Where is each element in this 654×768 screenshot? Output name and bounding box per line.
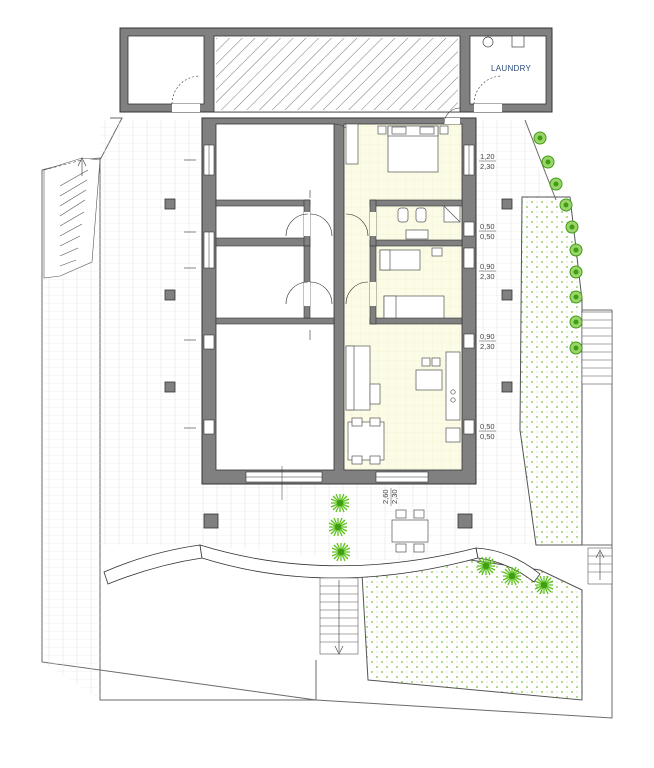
dim-5-top: 0,50 bbox=[480, 422, 495, 431]
wardrobe-icon bbox=[345, 123, 359, 165]
section-marks bbox=[184, 159, 311, 429]
main-building bbox=[201, 107, 477, 500]
dim-2-top: 0,50 bbox=[480, 222, 495, 231]
dim-2-bottom: 0,50 bbox=[480, 232, 495, 241]
dim-4-top: 0,90 bbox=[480, 332, 495, 341]
furniture bbox=[345, 123, 461, 465]
bidet-icon bbox=[397, 207, 409, 223]
top-annex bbox=[119, 27, 553, 113]
outdoor-table bbox=[391, 509, 429, 553]
outdoor-table-icon bbox=[391, 519, 429, 543]
terrace-wall bbox=[103, 544, 541, 585]
kitchen-counter-icon bbox=[445, 351, 461, 421]
dim-4-bottom: 2,30 bbox=[480, 342, 495, 351]
laundry-label: LAUNDRY bbox=[491, 64, 532, 73]
kitchen-island-icon bbox=[415, 369, 443, 391]
stairs-bottom bbox=[319, 577, 359, 655]
dim-5-bottom: 0,50 bbox=[480, 432, 495, 441]
stairs-right-lower bbox=[587, 547, 613, 585]
dim-3-top: 0,90 bbox=[480, 262, 495, 271]
dim-3-bottom: 2,30 bbox=[480, 272, 495, 281]
garden-lower bbox=[361, 559, 583, 701]
stairs-right bbox=[581, 311, 613, 385]
dimension-labels: 1,20 2,30 0,50 0,50 0,90 2,30 0,90 2,30 … bbox=[381, 152, 496, 506]
stairs-left bbox=[43, 157, 101, 279]
dining-table-icon bbox=[347, 421, 385, 461]
dim-6-top: 2,60 bbox=[381, 489, 390, 504]
toilet-icon bbox=[415, 207, 427, 223]
dim-1-top: 1,20 bbox=[480, 152, 495, 161]
sink-icon bbox=[405, 229, 429, 240]
dim-6-bottom: 2,30 bbox=[390, 489, 399, 504]
pillars bbox=[164, 198, 513, 529]
dim-1-bottom: 2,30 bbox=[480, 162, 495, 171]
washing-machine-icon bbox=[511, 35, 525, 48]
washbasin-icon bbox=[482, 36, 494, 48]
